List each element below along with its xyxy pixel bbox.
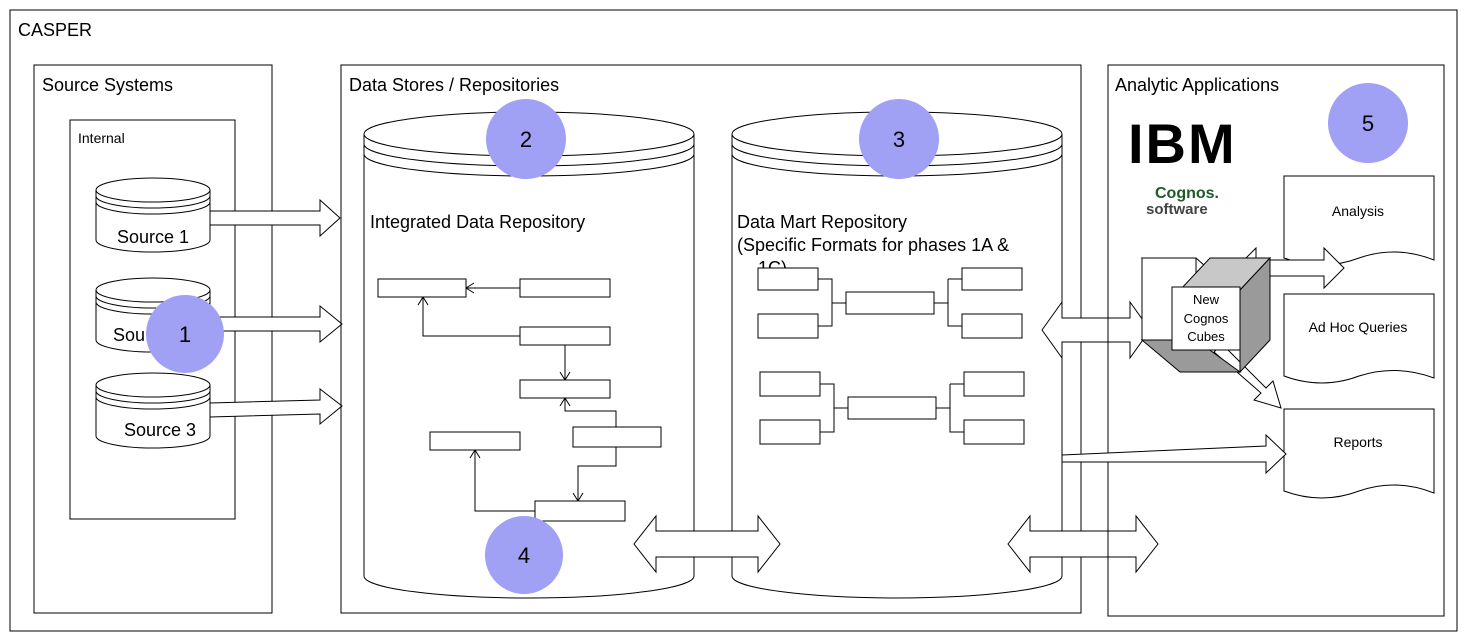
- marker-1: 1: [146, 295, 224, 373]
- star-schema-1: [757, 267, 1023, 339]
- source-3-label: Source 3: [124, 420, 196, 440]
- analysis-label: Analysis: [1332, 203, 1384, 219]
- er-relationship: [469, 449, 481, 459]
- er-entity: [572, 426, 662, 448]
- diagram-title: CASPER: [18, 20, 92, 40]
- cognos-logo-text: Cognos.: [1155, 185, 1219, 202]
- cognos-logo: Cognos. software: [1146, 185, 1219, 218]
- ad-hoc-queries-document: Ad Hoc Queries: [1283, 293, 1435, 384]
- star-fact: [845, 291, 935, 315]
- er-relationship: [577, 447, 617, 501]
- er-relationship: [465, 282, 475, 294]
- ibm-logo-text: IBM: [1128, 112, 1237, 175]
- source-1-label: Source 1: [117, 227, 189, 247]
- er-relationship: [572, 492, 584, 502]
- cubes-label-line2: Cognos: [1184, 311, 1229, 326]
- internal-heading: Internal: [78, 130, 125, 146]
- er-entity: [519, 379, 611, 399]
- double-arrow-mart-to-applications: [1007, 514, 1159, 574]
- double-arrow-mart-to-cubes: [1041, 300, 1151, 360]
- star-dimension: [759, 419, 821, 445]
- marker-4: 4: [485, 516, 563, 594]
- star-fact: [847, 396, 937, 420]
- marker-3: 3: [859, 99, 939, 179]
- er-entity: [519, 278, 611, 298]
- marker-5-label: 5: [1362, 111, 1374, 136]
- er-relationship: [417, 296, 429, 306]
- source-database-1: Source 1: [95, 177, 211, 253]
- marker-3-label: 3: [893, 127, 905, 152]
- analysis-document: Analysis: [1283, 175, 1435, 266]
- marker-4-label: 4: [518, 543, 530, 568]
- reports-label: Reports: [1333, 434, 1382, 450]
- marker-2-label: 2: [520, 127, 532, 152]
- star-dimension: [963, 419, 1025, 445]
- cognos-software-text: software: [1146, 201, 1208, 218]
- er-entity: [429, 431, 521, 451]
- er-entity: [377, 278, 467, 298]
- data-mart-label-line1: Data Mart Repository: [737, 212, 907, 232]
- integrated-repository-label: Integrated Data Repository: [370, 212, 585, 232]
- arrow-source1-to-repository: [209, 198, 341, 238]
- marker-1-label: 1: [179, 322, 191, 347]
- source-systems-heading: Source Systems: [42, 75, 173, 95]
- cubes-label-line1: New: [1193, 292, 1220, 307]
- cognos-cubes: New Cognos Cubes: [1140, 256, 1272, 374]
- ibm-logo: IBM: [1128, 112, 1237, 175]
- star-dimension: [759, 371, 821, 397]
- er-entity: [519, 326, 611, 346]
- er-relationship: [422, 297, 520, 337]
- data-stores-heading: Data Stores / Repositories: [349, 75, 559, 95]
- analytic-applications-heading: Analytic Applications: [1115, 75, 1279, 95]
- data-mart-label-line2: (Specific Formats for phases 1A &: [737, 235, 1009, 255]
- er-relationship: [474, 450, 535, 512]
- er-entity: [534, 500, 626, 522]
- star-schema-2: [759, 371, 1025, 445]
- arrow-mart-to-reports: [1061, 433, 1287, 475]
- arrow-cubes-to-reports: [1213, 343, 1282, 409]
- er-relationship: [559, 371, 571, 381]
- outer-frame: [9, 9, 1458, 632]
- marker-5: 5: [1328, 83, 1408, 163]
- marker-2: 2: [486, 99, 566, 179]
- data-mart-repository-cylinder: [731, 111, 1063, 599]
- star-dimension: [757, 313, 819, 339]
- source-database-3: Source 3: [95, 372, 211, 449]
- er-relationship: [564, 398, 617, 427]
- star-dimension: [963, 371, 1025, 397]
- arrow-source3-to-repository: [209, 387, 343, 426]
- star-dimension: [757, 267, 819, 291]
- ad-hoc-queries-label: Ad Hoc Queries: [1309, 319, 1408, 335]
- er-model: [377, 278, 662, 522]
- star-dimension: [961, 313, 1023, 339]
- source-2-label: Sou: [113, 325, 145, 345]
- source-systems-panel: [33, 64, 273, 614]
- star-dimension: [961, 267, 1023, 291]
- analytic-applications-panel: [1107, 64, 1445, 617]
- arrow-source2-to-repository: [209, 304, 343, 344]
- reports-document: Reports: [1283, 408, 1435, 499]
- er-relationship: [559, 397, 571, 407]
- double-arrow-integrated-to-mart: [633, 514, 781, 574]
- cubes-label-line3: Cubes: [1187, 329, 1225, 344]
